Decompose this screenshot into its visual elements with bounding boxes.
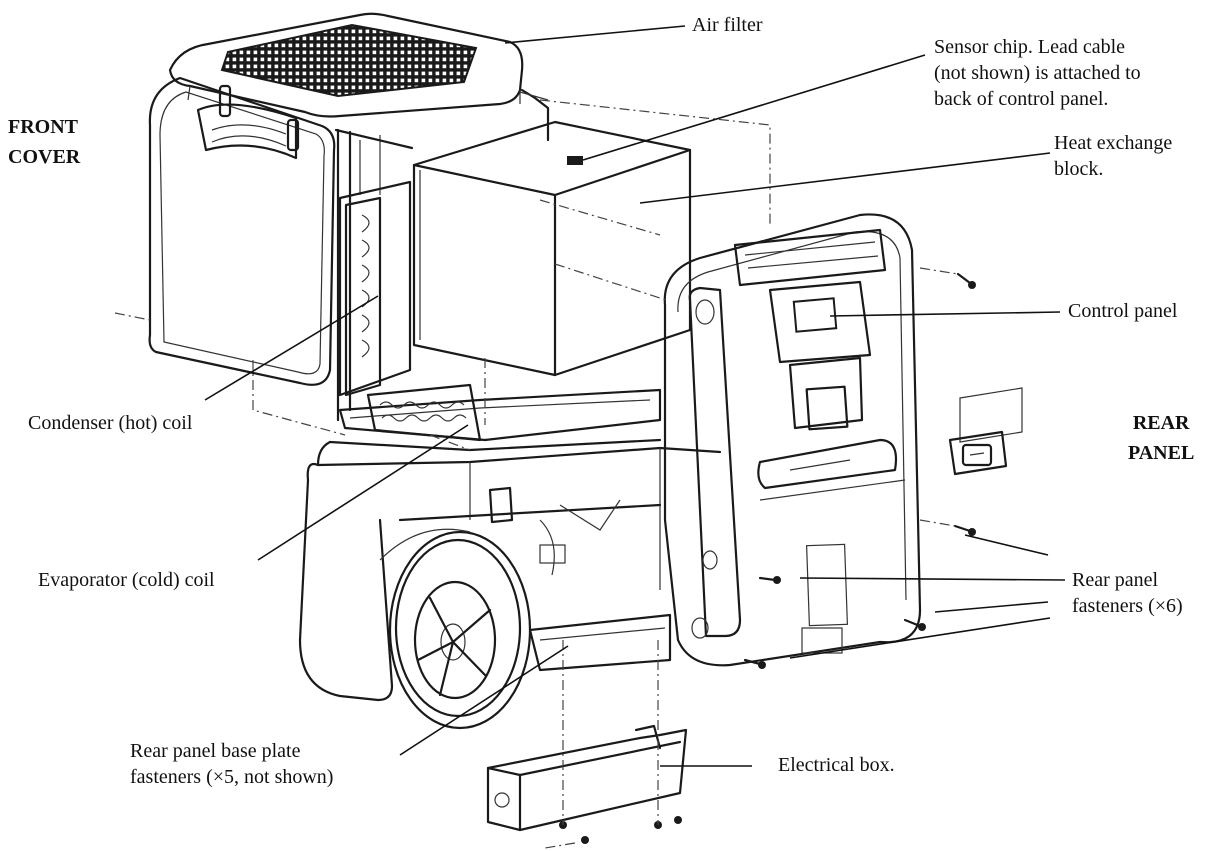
power-inlet-icon — [948, 387, 1023, 476]
sensor-chip-label-line1: Sensor chip. Lead cable — [934, 36, 1126, 58]
control-panel-label: Control panel — [1068, 300, 1178, 322]
sensor-chip-label: Sensor chip. Lead cable (not shown) is a… — [934, 34, 1141, 112]
sensor-chip-label-line2: (not shown) is attached to — [934, 62, 1141, 84]
control-panel-display — [792, 297, 838, 333]
evaporator-coil-label: Evaporator (cold) coil — [38, 569, 215, 591]
base-plate-fasteners-label-line2: fasteners (×5, not shown) — [130, 766, 334, 788]
heat-exchange-label-line1: Heat exchange — [1054, 132, 1173, 154]
evaporator-coil — [366, 383, 482, 442]
electrical-box — [486, 724, 688, 832]
rear-panel — [663, 213, 922, 667]
air-filter-label: Air filter — [692, 14, 763, 36]
front-cover-label: FRONT COVER — [8, 112, 80, 172]
heat-exchange-label-line2: block. — [1054, 158, 1104, 180]
heat-exchange-label: Heat exchange block. — [1054, 130, 1172, 182]
front-cover-label-line2: COVER — [8, 146, 81, 168]
rear-panel-label: REAR PANEL — [1128, 408, 1194, 468]
front-cover — [114, 76, 336, 386]
lower-housing — [298, 438, 722, 702]
electrical-box-label: Electrical box. — [778, 754, 895, 776]
chassis-frame — [334, 88, 662, 442]
base-plate-fasteners-label: Rear panel base plate fasteners (×5, not… — [130, 738, 333, 790]
rear-fasteners-label-line1: Rear panel — [1072, 569, 1159, 591]
sensor-chip — [567, 156, 583, 165]
base-plate-fasteners-label-line1: Rear panel base plate — [130, 740, 301, 762]
heat-exchange-block — [412, 120, 692, 377]
screw-icon — [559, 272, 976, 844]
rear-panel-label-line2: PANEL — [1128, 442, 1195, 464]
air-filter — [168, 12, 524, 118]
sensor-chip-label-line3: back of control panel. — [934, 88, 1109, 110]
leader-lines — [204, 25, 1066, 767]
condenser-coil — [344, 196, 382, 397]
rear-panel-label-line1: REAR — [1132, 412, 1190, 434]
rear-fasteners-label: Rear panel fasteners (×6) — [1072, 567, 1183, 619]
grille-icon — [220, 23, 478, 98]
rear-fasteners-label-line2: fasteners (×6) — [1072, 595, 1183, 617]
condenser-coil-label: Condenser (hot) coil — [28, 412, 193, 434]
front-cover-label-line1: FRONT — [8, 116, 78, 138]
wheel-icon — [379, 528, 532, 730]
alignment-lines — [252, 99, 959, 849]
